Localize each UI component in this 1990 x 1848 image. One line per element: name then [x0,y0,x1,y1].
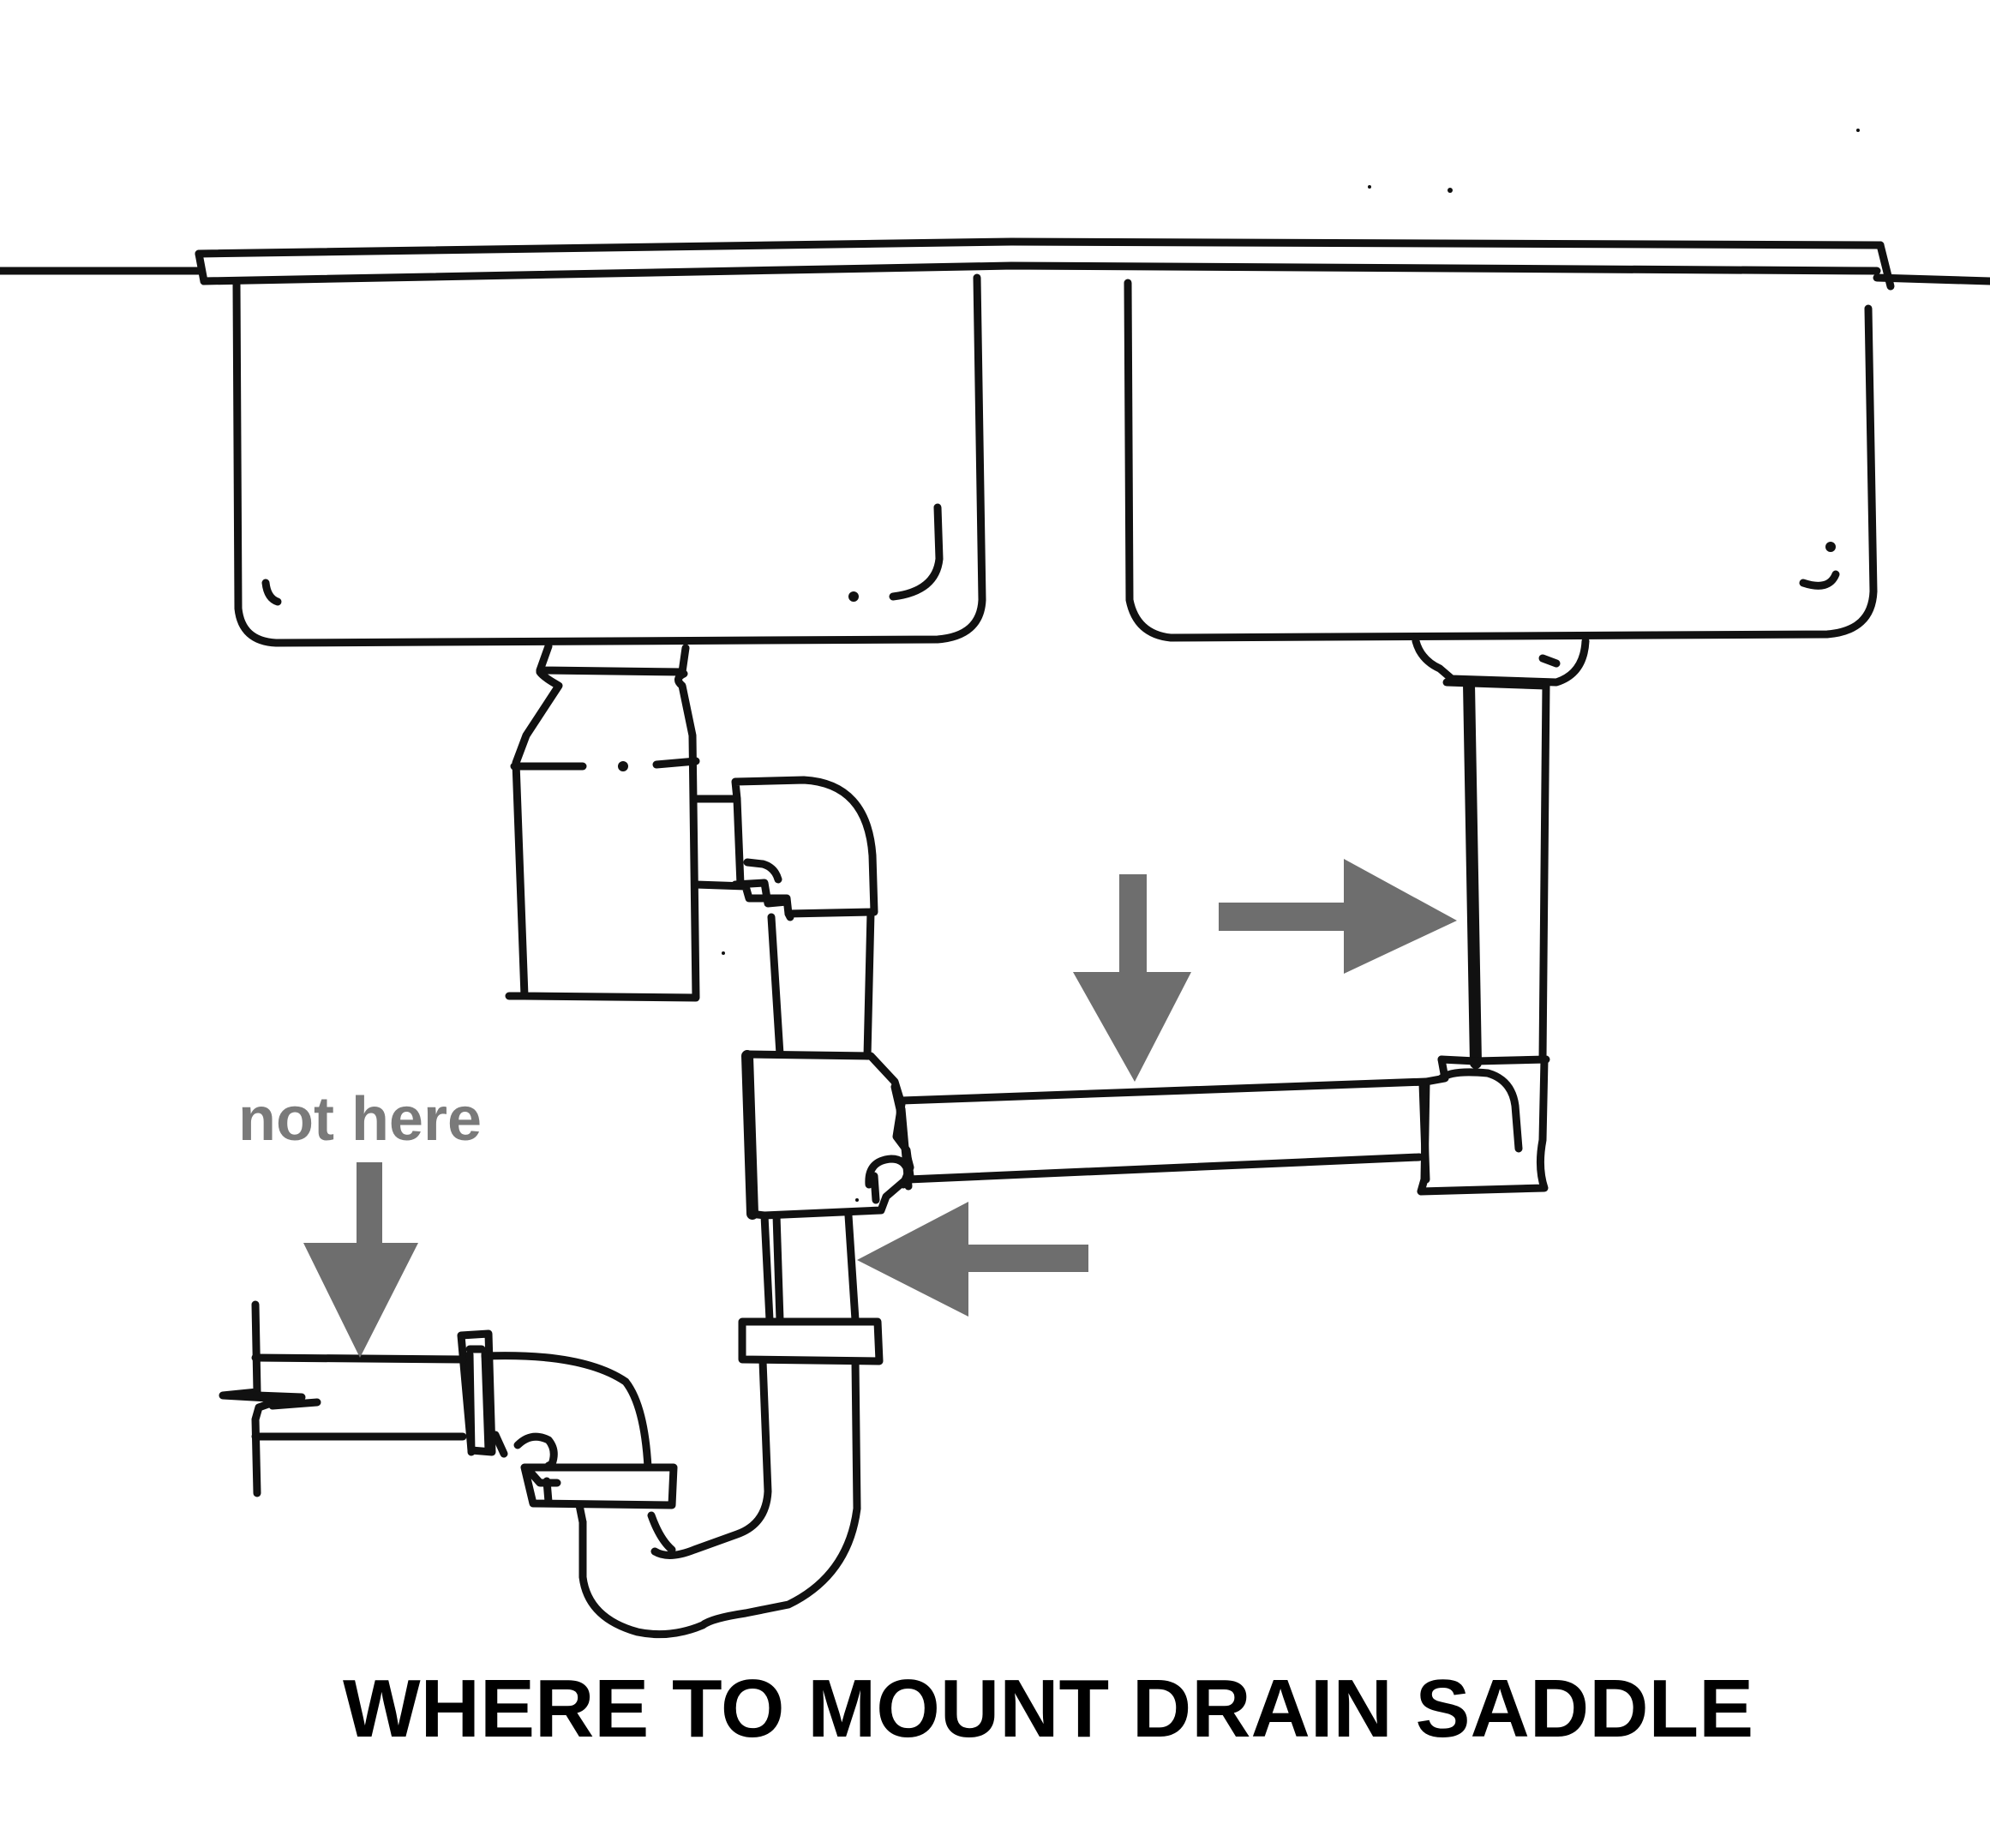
right-elbow [1417,1055,1550,1196]
right-sink-basin [1124,279,1878,642]
garbage-disposal [505,642,700,1002]
p-trap [520,1357,861,1639]
arrow-to-cross-pipe [1073,874,1191,1082]
left-tailpiece [767,908,875,1060]
right-tailpiece [1412,637,1590,1069]
trap-arm-elbow [481,1352,652,1487]
sink-rim [195,237,1895,291]
trap-nut [457,1329,496,1456]
waste-tee [741,1050,914,1220]
lower-tailpiece [738,1211,884,1365]
countertop [0,267,1990,285]
not-here-label: not here [238,1085,482,1154]
wall-drain-pipe [219,1300,467,1497]
arrow-not-here [303,1162,418,1358]
arrow-to-right-tailpiece [1219,859,1457,974]
arrow-to-lower-tailpiece [857,1202,1088,1317]
cross-pipe [890,1077,1430,1191]
disposal-elbow [692,776,878,921]
diagram-title: WHERE TO MOUNT DRAIN SADDLE [343,1663,1753,1755]
left-sink-basin [232,273,986,647]
scan-specks [722,129,1860,1202]
